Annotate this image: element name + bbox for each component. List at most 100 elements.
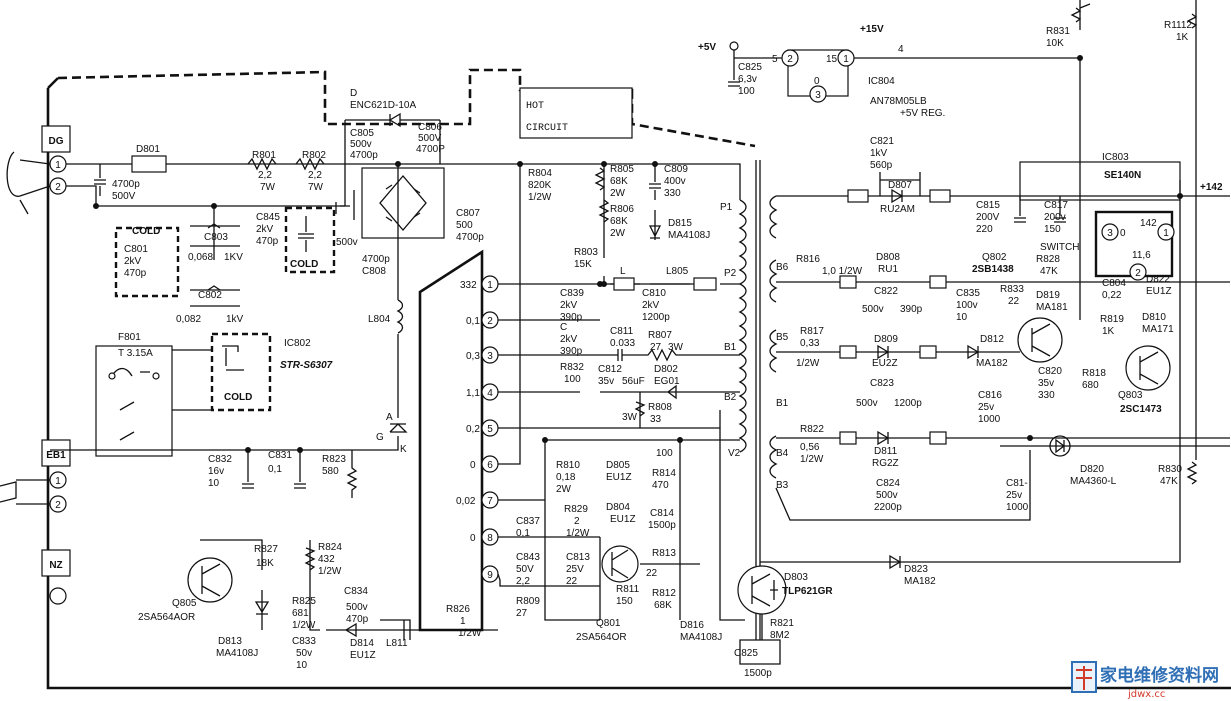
svg-text:DG: DG xyxy=(49,136,64,147)
svg-text:2: 2 xyxy=(487,316,493,327)
svg-text:580: 580 xyxy=(322,466,339,477)
left-ground-rail xyxy=(46,88,1231,690)
svg-text:1K: 1K xyxy=(1102,326,1115,337)
svg-text:CIRCUIT: CIRCUIT xyxy=(526,123,568,134)
svg-text:D802: D802 xyxy=(654,364,678,375)
svg-text:C805: C805 xyxy=(350,128,374,139)
svg-text:0,2: 0,2 xyxy=(466,424,480,435)
svg-text:1/2W: 1/2W xyxy=(800,454,824,465)
svg-text:330: 330 xyxy=(1038,390,1055,401)
svg-text:150: 150 xyxy=(1044,224,1061,235)
svg-text:C804: C804 xyxy=(1102,278,1126,289)
svg-text:560p: 560p xyxy=(870,160,893,171)
svg-text:47K: 47K xyxy=(1160,476,1178,487)
svg-text:B1: B1 xyxy=(776,398,789,409)
svg-text:+15V: +15V xyxy=(860,24,884,35)
svg-text:R801: R801 xyxy=(252,150,276,161)
svg-text:22: 22 xyxy=(1008,296,1020,307)
svg-text:C834: C834 xyxy=(344,586,368,597)
svg-text:3W: 3W xyxy=(622,412,638,423)
svg-text:L: L xyxy=(620,266,626,277)
svg-text:jdwx.cc: jdwx.cc xyxy=(1127,689,1165,700)
svg-text:330: 330 xyxy=(664,188,681,199)
svg-text:D820: D820 xyxy=(1080,464,1104,475)
svg-text:2: 2 xyxy=(55,500,61,511)
svg-text:50v: 50v xyxy=(296,648,312,659)
svg-text:0,3: 0,3 xyxy=(466,351,480,362)
svg-text:L804: L804 xyxy=(368,314,391,325)
svg-text:3W: 3W xyxy=(668,342,684,353)
d803-optocoupler xyxy=(737,565,787,615)
svg-text:2,2: 2,2 xyxy=(258,170,272,181)
svg-text:R802: R802 xyxy=(302,150,326,161)
svg-text:R829: R829 xyxy=(564,504,588,515)
svg-text:C806: C806 xyxy=(418,122,442,133)
svg-text:MA182: MA182 xyxy=(904,576,936,587)
svg-text:R830: R830 xyxy=(1158,464,1182,475)
svg-text:10: 10 xyxy=(208,478,220,489)
svg-text:EU1Z: EU1Z xyxy=(1146,286,1172,297)
svg-text:D: D xyxy=(350,88,357,99)
svg-text:9: 9 xyxy=(487,570,493,581)
svg-text:142: 142 xyxy=(1140,218,1157,229)
svg-text:4700p: 4700p xyxy=(112,179,140,190)
svg-text:150: 150 xyxy=(616,596,633,607)
ic802-block: COLD xyxy=(210,332,272,412)
svg-text:220: 220 xyxy=(976,224,993,235)
q801-symbol xyxy=(601,545,639,583)
svg-text:15K: 15K xyxy=(574,259,592,270)
svg-text:R810: R810 xyxy=(556,460,580,471)
svg-text:NZ: NZ xyxy=(49,560,62,571)
svg-text:HOT: HOT xyxy=(526,101,544,112)
svg-text:L811: L811 xyxy=(386,638,408,649)
svg-text:D815: D815 xyxy=(668,218,692,229)
svg-text:C843: C843 xyxy=(516,552,540,563)
svg-text:7: 7 xyxy=(487,496,493,507)
svg-text:0.033: 0.033 xyxy=(610,338,635,349)
svg-text:TLP621GR: TLP621GR xyxy=(782,586,833,597)
svg-text:R809: R809 xyxy=(516,596,540,607)
svg-text:R814: R814 xyxy=(652,468,676,479)
svg-text:家电维修资料网: 家电维修资料网 xyxy=(1100,665,1219,686)
svg-text:D805: D805 xyxy=(606,460,630,471)
svg-text:C835: C835 xyxy=(956,288,980,299)
svg-text:500V: 500V xyxy=(112,191,136,202)
svg-text:C821: C821 xyxy=(870,136,894,147)
svg-text:2200p: 2200p xyxy=(874,502,902,513)
svg-text:681: 681 xyxy=(292,608,309,619)
svg-text:C812: C812 xyxy=(598,364,622,375)
svg-text:MA171: MA171 xyxy=(1142,324,1174,335)
svg-text:IC803: IC803 xyxy=(1102,152,1129,163)
svg-text:500v: 500v xyxy=(862,304,884,315)
svg-text:D813: D813 xyxy=(218,636,242,647)
svg-text:200V: 200V xyxy=(976,212,1000,223)
svg-text:D803: D803 xyxy=(784,572,808,583)
svg-text:0: 0 xyxy=(470,460,476,471)
svg-text:1kV: 1kV xyxy=(870,148,888,159)
svg-text:3: 3 xyxy=(1107,228,1113,239)
svg-text:400v: 400v xyxy=(664,176,686,187)
svg-text:7W: 7W xyxy=(260,182,276,193)
svg-text:22: 22 xyxy=(566,576,578,587)
svg-text:0,33: 0,33 xyxy=(800,338,820,349)
svg-text:1500p: 1500p xyxy=(744,668,772,679)
svg-text:EB1: EB1 xyxy=(46,450,66,461)
svg-text:C831: C831 xyxy=(268,450,292,461)
svg-text:C825: C825 xyxy=(734,648,758,659)
svg-text:Q803: Q803 xyxy=(1118,390,1143,401)
svg-text:500: 500 xyxy=(456,220,473,231)
svg-text:0: 0 xyxy=(1120,228,1126,239)
svg-text:R825: R825 xyxy=(292,596,316,607)
svg-text:G: G xyxy=(376,432,384,443)
svg-text:1000: 1000 xyxy=(1006,502,1029,513)
svg-text:D811: D811 xyxy=(874,446,898,457)
ic802-pin-block xyxy=(418,249,484,632)
svg-text:100v: 100v xyxy=(956,300,978,311)
svg-text:P1: P1 xyxy=(720,202,733,213)
svg-text:EU1Z: EU1Z xyxy=(606,472,632,483)
svg-text:11,6: 11,6 xyxy=(1132,250,1151,261)
svg-text:100: 100 xyxy=(656,448,673,459)
svg-text:B4: B4 xyxy=(776,448,789,459)
svg-text:F801: F801 xyxy=(118,332,141,343)
svg-text:1/2W: 1/2W xyxy=(796,358,820,369)
